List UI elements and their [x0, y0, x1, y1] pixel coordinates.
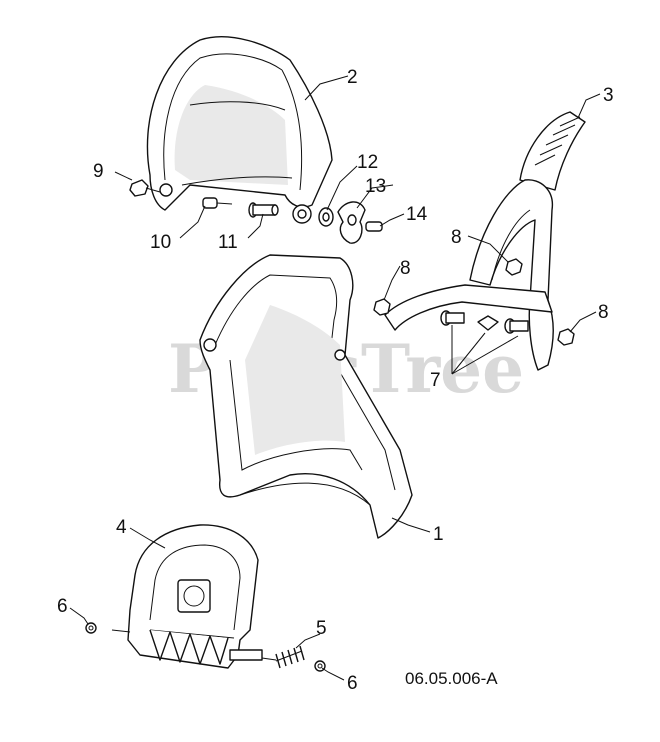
- part-8-nut-a[interactable]: [505, 258, 523, 276]
- callout-2: 2: [347, 67, 358, 88]
- callout-6b: 6: [347, 673, 358, 694]
- callout-9: 9: [93, 161, 104, 182]
- part-6-clip-a[interactable]: [85, 622, 97, 634]
- callout-12: 12: [357, 152, 378, 173]
- diagram-code: 06.05.006-A: [405, 669, 498, 688]
- part-12-washer[interactable]: [318, 207, 334, 227]
- callout-10: 10: [150, 232, 171, 253]
- leader-lines: [69, 75, 601, 681]
- callout-8a: 8: [451, 227, 462, 248]
- part-3-control-handle[interactable]: [384, 111, 586, 371]
- part-2-upper-deflector[interactable]: [146, 36, 333, 224]
- callout-7: 7: [430, 370, 441, 391]
- callout-3: 3: [603, 85, 614, 106]
- part-9-bolt[interactable]: [129, 179, 161, 197]
- callout-6a: 6: [57, 596, 68, 617]
- callout-11: 11: [218, 232, 238, 253]
- part-14-pin[interactable]: [365, 221, 383, 232]
- part-10-bolt[interactable]: [202, 197, 233, 209]
- part-5-spring[interactable]: [261, 645, 305, 669]
- part-13-bushing[interactable]: [337, 201, 366, 244]
- callout-8c: 8: [598, 302, 609, 323]
- callout-14: 14: [406, 204, 428, 225]
- callout-8b: 8: [400, 258, 411, 279]
- part-11-pin[interactable]: [248, 202, 279, 218]
- callout-13: 13: [365, 176, 386, 197]
- callout-5: 5: [316, 618, 327, 639]
- part-1-lower-chute[interactable]: [199, 254, 413, 539]
- part-7-bolts[interactable]: [440, 310, 529, 334]
- part-8-nut-c[interactable]: [557, 328, 575, 346]
- part-8-nut-b[interactable]: [373, 298, 391, 316]
- callout-1: 1: [433, 524, 444, 545]
- callout-4: 4: [116, 517, 127, 538]
- part-4-chute-base[interactable]: [111, 524, 263, 669]
